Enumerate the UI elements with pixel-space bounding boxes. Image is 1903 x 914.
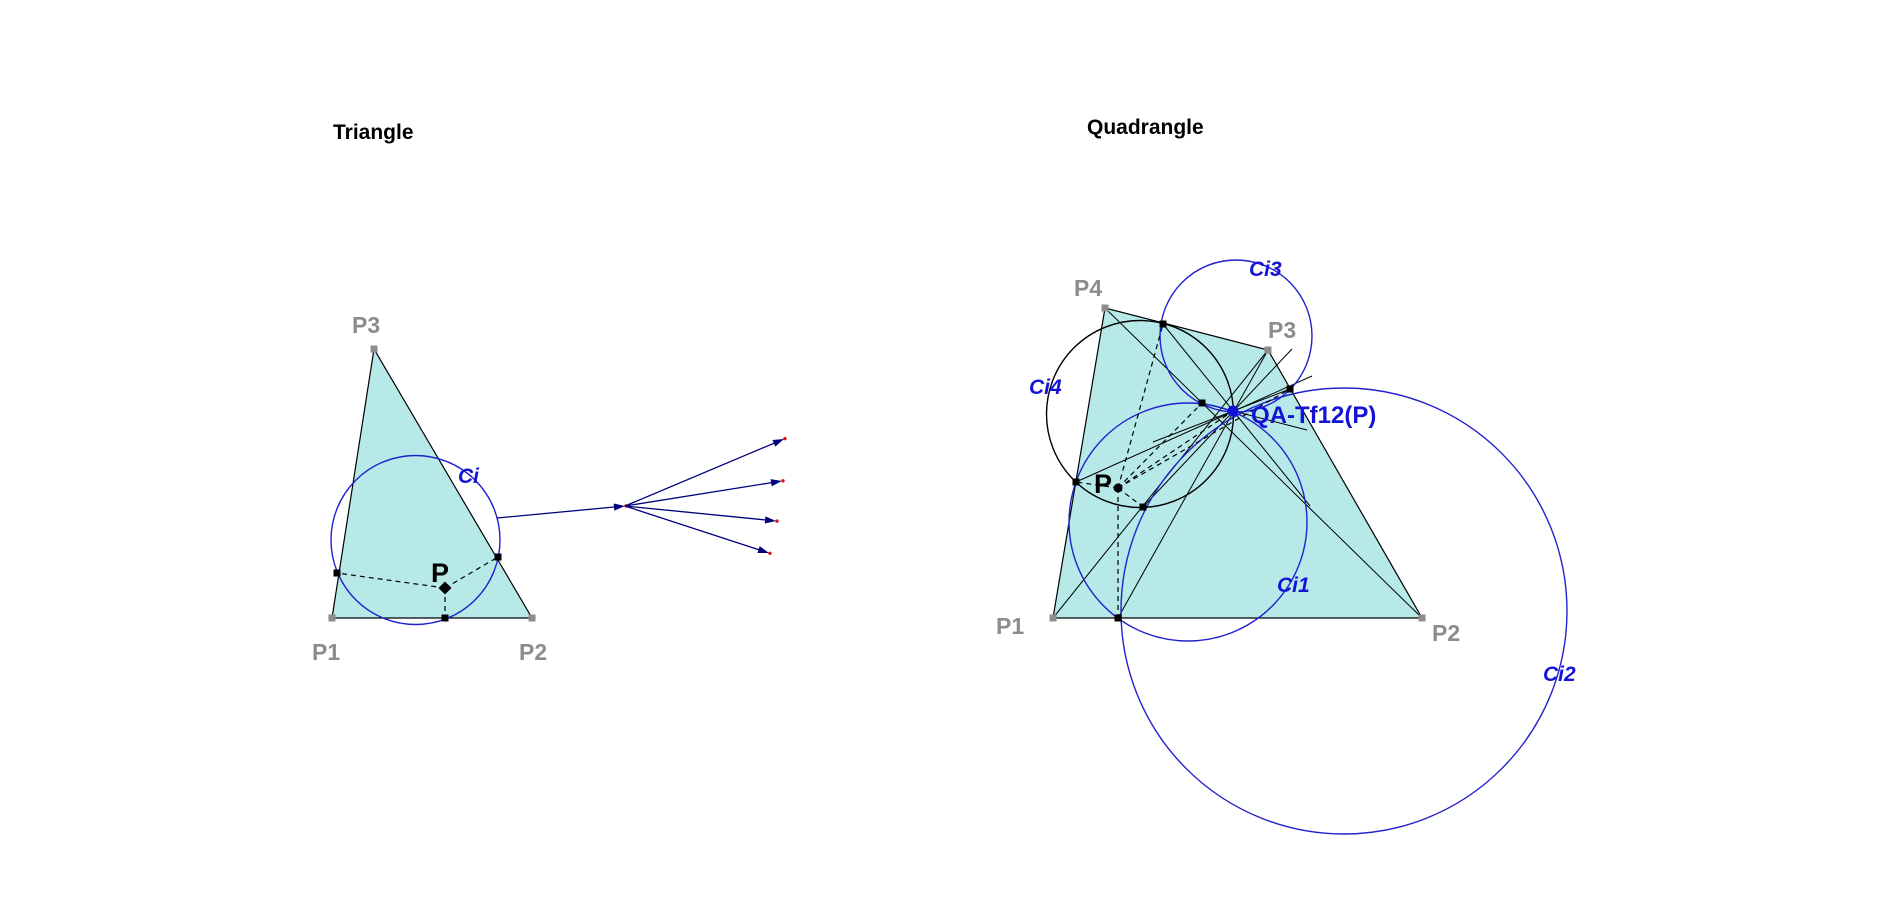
dash-P-to-Ci1Ci3 (1117, 402, 1203, 489)
foot-side12 (441, 614, 449, 622)
arrow-red-tip (768, 551, 772, 556)
arrowhead-icon (770, 479, 782, 487)
fan-arrow-4 (624, 505, 772, 556)
vertex-P2 (1418, 614, 1426, 622)
vertex-P1 (1049, 614, 1057, 622)
foot-side13 (333, 569, 341, 577)
label-Quadrangle: Quadrangle (1087, 116, 1204, 139)
arrow-red-tip (781, 479, 785, 483)
dash-P-to-side34 (1117, 323, 1164, 489)
point-QA-Tf12 (1227, 405, 1239, 417)
point-P (1113, 483, 1123, 493)
vertex-P2 (528, 614, 536, 622)
label-QA-Tf12-P-: QA-Tf12(P) (1251, 402, 1376, 429)
fan-arrow-3 (624, 505, 779, 524)
arrow-shaft (624, 505, 763, 552)
meet-side34 (1159, 320, 1167, 328)
circle-Ci1 (1068, 402, 1308, 642)
label-P2: P2 (1432, 620, 1460, 646)
label-Ci4: Ci4 (1029, 376, 1062, 399)
vertex-P4 (1101, 304, 1109, 312)
circle-Ci (330, 454, 501, 626)
dash-P-to-side13 (336, 572, 446, 589)
meet-Ci1-Ci3 (1198, 399, 1206, 407)
arrow-shaft (624, 481, 776, 507)
meet-side23 (1286, 385, 1294, 393)
dash-P-to-side14 (1075, 481, 1119, 489)
vertex-P3 (1264, 346, 1272, 354)
arrowhead-icon (757, 546, 769, 554)
arrow-red-tip (783, 436, 787, 441)
label-P3: P3 (1268, 317, 1296, 343)
meet-side12 (1114, 614, 1122, 622)
radical-Ci2-Ci3 (1152, 388, 1291, 443)
label-P1: P1 (996, 613, 1024, 639)
fan-arrow-2 (624, 479, 785, 507)
arrow-shaft (496, 506, 619, 519)
label-P4: P4 (1074, 275, 1102, 301)
meet-side14 (1072, 478, 1080, 486)
label-Ci1: Ci1 (1277, 574, 1310, 597)
arrowhead-icon (613, 503, 625, 511)
label-Ci: Ci (458, 465, 480, 488)
quadrangle-shape (1052, 307, 1424, 619)
point-P (438, 581, 452, 595)
radical-Ci1-Ci4 (1075, 375, 1313, 483)
radical-Ci1-Ci2 (1117, 349, 1269, 619)
label-P1: P1 (312, 639, 340, 665)
vertex-P3 (370, 345, 378, 353)
meet-Ci2-Ci4 (1139, 503, 1147, 511)
dash-P-to-side23 (1117, 388, 1291, 489)
arrow-shaft (624, 505, 770, 521)
vertex-P1 (328, 614, 336, 622)
arrowhead-icon (772, 439, 784, 447)
label-Ci3: Ci3 (1249, 258, 1282, 281)
label-P: P (1094, 469, 1112, 499)
label-P3: P3 (352, 312, 380, 338)
label-P2: P2 (519, 639, 547, 665)
fan-arrow-1 (624, 436, 787, 507)
arrow-shaft (624, 441, 778, 507)
dash-P-to-side23 (444, 556, 499, 589)
arrowhead-icon (764, 516, 776, 524)
label-P: P (431, 558, 449, 588)
diagonal-P2P4 (1104, 307, 1423, 619)
circle-Ci2 (1120, 387, 1568, 835)
label-Triangle: Triangle (333, 121, 414, 144)
foot-side23 (494, 553, 502, 561)
lead-arrow (496, 503, 628, 519)
label-Ci2: Ci2 (1543, 663, 1576, 686)
arrow-red-tip (775, 519, 779, 523)
